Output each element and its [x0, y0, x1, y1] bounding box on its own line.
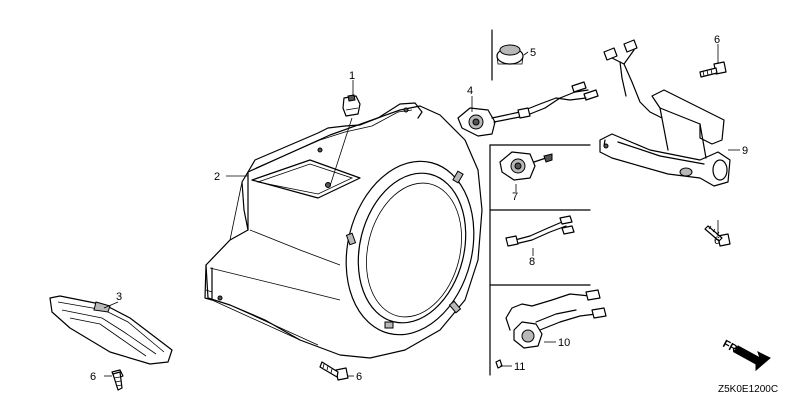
grommet-part	[496, 44, 524, 65]
clip-part	[342, 94, 361, 117]
wire-harness-part	[505, 215, 575, 247]
leader-lines	[103, 44, 740, 377]
diagram-code: Z5K0E1200C	[718, 384, 778, 395]
callout-8: 8	[529, 256, 535, 268]
bolt-part-lower-right	[704, 225, 731, 247]
sensor-part	[505, 289, 607, 349]
callout-1: 1	[349, 70, 355, 82]
bolt-part-lower-left	[111, 369, 124, 391]
callout-6-upper-right: 6	[714, 34, 720, 46]
bolt-part-lower-middle	[319, 361, 349, 381]
callout-6-lower-left: 6	[90, 371, 96, 383]
screw-part-11	[495, 359, 503, 369]
callout-4: 4	[467, 85, 473, 97]
callout-6-lower-right: 6	[714, 235, 720, 247]
guide-plate-part	[49, 295, 173, 365]
callout-2: 2	[214, 171, 220, 183]
callout-11: 11	[514, 361, 525, 373]
callout-6-lower-middle: 6	[356, 371, 362, 383]
front-direction-arrow: FR.	[721, 338, 771, 372]
callout-7: 7	[512, 191, 518, 203]
bolt-part-upper-right	[699, 61, 727, 78]
oil-switch-part	[457, 81, 599, 137]
fan-cover-part	[204, 102, 483, 359]
callout-10: 10	[558, 337, 570, 349]
callout-3: 3	[116, 291, 122, 303]
callout-5: 5	[530, 47, 536, 59]
switch-part	[499, 151, 553, 181]
inset-borders	[489, 29, 591, 376]
bracket-part	[599, 39, 731, 187]
callout-9: 9	[742, 145, 748, 157]
